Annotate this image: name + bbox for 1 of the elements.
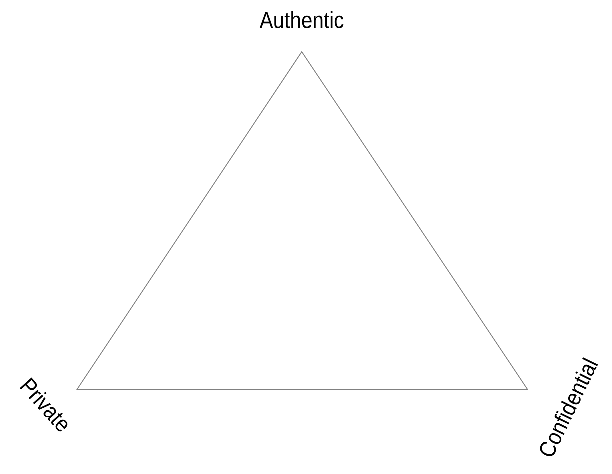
vertex-label: Authentic (260, 12, 344, 28)
